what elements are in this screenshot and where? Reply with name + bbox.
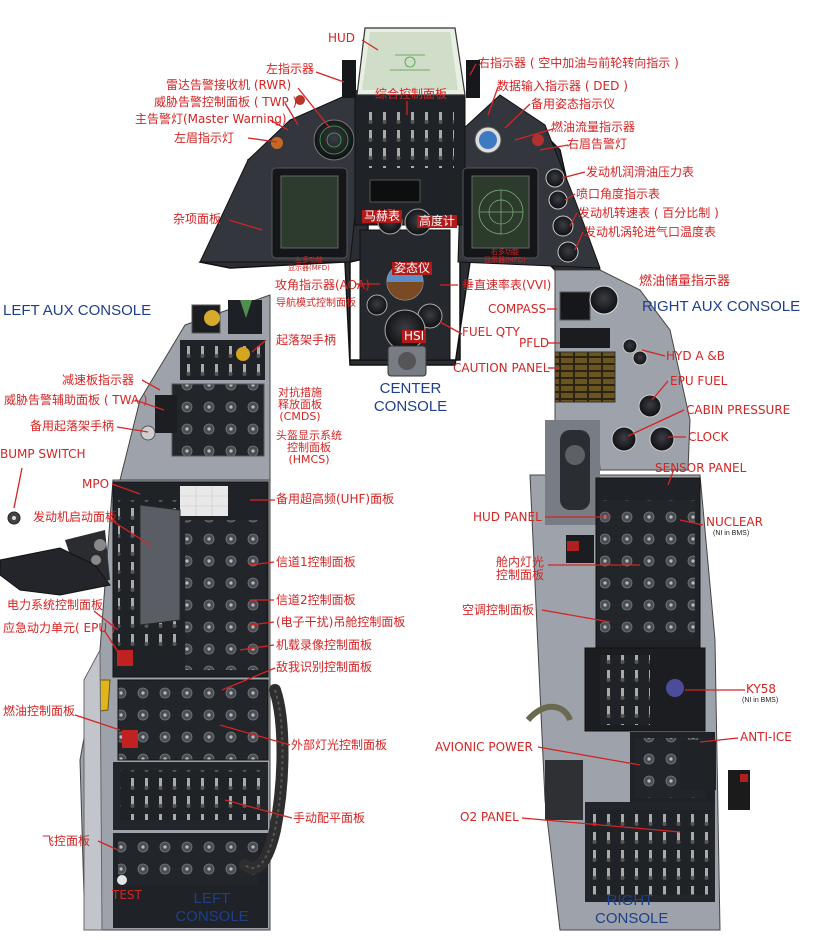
label-electrical: 电力系统控制面板 — [7, 598, 104, 612]
label-air-cond: 空调控制面板 — [462, 603, 535, 617]
label-nav-mode: 导航模式控制面板 — [276, 298, 356, 309]
label-test: TEST — [112, 888, 142, 902]
label-oil-pressure: 发动机润滑油压力表 — [586, 165, 695, 179]
label-pfld: PFLD — [519, 336, 550, 350]
label-left-eyebrow: 左眉指示灯 — [174, 131, 235, 145]
label-fuel-qty: FUEL QTY — [462, 325, 520, 339]
label-ded: 数据输入指示器 ( DED ) — [497, 79, 628, 93]
label-engine-start: 发动机启动面板 — [33, 510, 118, 524]
label-epu: 应急动力单元( EPU ) — [3, 621, 116, 635]
throttle-icon — [0, 504, 181, 626]
label-alt-gear: 备用起落架手柄 — [30, 419, 115, 433]
label-twp: 威胁告警控制面板 ( TWP ) — [154, 95, 298, 109]
label-aoa: 攻角指示器(AOA) — [275, 278, 370, 292]
label-master-warning: 主告警灯(Master Warning) — [135, 112, 287, 126]
front-instrument-panel — [198, 89, 602, 366]
label-manual-trim: 手动配平面板 — [293, 811, 366, 825]
label-compass: COMPASS — [488, 302, 547, 316]
label-altimeter: 高度计 — [417, 214, 458, 228]
label-ky58-sub: (NI in BMS) — [742, 697, 779, 704]
left-console-body — [79, 479, 271, 931]
label-ky58: KY58 — [746, 682, 777, 696]
label-standby-attitude: 备用姿态指示仪 — [531, 97, 616, 111]
hud-glass — [342, 27, 480, 98]
center-console — [387, 345, 427, 377]
label-int-light: 舱内灯光 控制面板 — [496, 555, 545, 582]
label-mpo: MPO — [82, 477, 110, 491]
right-console-body — [525, 420, 750, 931]
label-right-indicator: 右指示器 ( 空中加油与前轮转向指示 ) — [478, 56, 679, 70]
callout-pointers — [13, 39, 745, 851]
label-avionic-power: AVIONIC POWER — [435, 740, 533, 754]
label-iff: 敌我识别控制面板 — [276, 660, 373, 674]
label-hud: HUD — [328, 31, 356, 45]
label-cmds: 对抗措施 释放面板 (CMDS) — [278, 386, 322, 423]
label-rpm: 发动机转速表 ( 百分比制 ) — [578, 206, 719, 220]
label-clock: CLOCK — [688, 430, 729, 444]
label-anti-ice: ANTI-ICE — [740, 730, 792, 744]
label-right-eyebrow: 右眉告警灯 — [567, 137, 628, 151]
label-misc-panel: 杂项面板 — [173, 212, 222, 226]
label-o2-panel: O2 PANEL — [460, 810, 519, 824]
bump-switch-icon — [7, 511, 21, 525]
label-nozzle: 喷口角度指示表 — [576, 187, 661, 201]
label-sensor-panel: SENSOR PANEL — [655, 461, 747, 475]
label-ecm-pod: (电子干扰)吊舱控制面板 — [276, 615, 406, 629]
label-hyd: HYD A &B — [666, 349, 726, 363]
left-console-title: LEFT CONSOLE — [175, 890, 249, 925]
label-icp: 综合控制面板 — [375, 87, 448, 101]
label-flight-control: 飞控面板 — [42, 834, 91, 848]
label-right-mfd: 右多功能 显示器(MFD) — [484, 248, 526, 264]
label-nuclear: NUCLEAR — [706, 515, 763, 529]
label-mach: 马赫表 — [362, 209, 403, 223]
label-vvi: 垂直速率表(VVI) — [462, 278, 552, 292]
label-hmcs: 头盔显示系统 控制面板 (HMCS) — [276, 429, 342, 466]
label-channel2: 信道2控制面板 — [276, 593, 356, 607]
label-gear-handle: 起落架手柄 — [276, 333, 337, 347]
center-console-title: CENTER CONSOLE — [373, 380, 448, 415]
label-epu-fuel: EPU FUEL — [670, 374, 728, 388]
label-adi: 姿态仪 — [392, 261, 433, 275]
label-cabin-pressure: CABIN PRESSURE — [686, 403, 791, 417]
label-rwr: 雷达告警接收机 (RWR) — [166, 78, 292, 92]
label-left-indicator: 左指示器 — [266, 62, 315, 76]
label-speedbrake: 减速板指示器 — [62, 373, 135, 387]
label-bump-switch: BUMP SWITCH — [0, 447, 86, 461]
label-fuel-quantity-indicator: 燃油储量指示器 — [639, 274, 731, 289]
right-console-title: RIGHT CONSOLE — [595, 892, 669, 927]
label-twa: 威胁告警辅助面板 ( TWA ) — [4, 393, 148, 407]
right-aux-console-title: RIGHT AUX CONSOLE — [642, 298, 801, 315]
label-fuel-control: 燃油控制面板 — [3, 704, 76, 718]
label-ext-light: 外部灯光控制面板 — [291, 738, 388, 752]
label-left-mfd: 左多功能 显示器(MFD) — [288, 256, 330, 272]
label-caution-panel: CAUTION PANEL — [453, 361, 550, 375]
label-ftit: 发动机涡轮进气口温度表 — [584, 225, 717, 239]
left-aux-console-body — [119, 294, 271, 481]
label-fuel-flow: 燃油流量指示器 — [551, 120, 636, 134]
label-hsi: HSI — [402, 329, 427, 343]
engine-gauges — [545, 168, 579, 263]
left-aux-console-title: LEFT AUX CONSOLE — [3, 302, 152, 319]
label-nuclear-sub: (NI in BMS) — [713, 530, 750, 537]
label-channel1: 信道1控制面板 — [276, 555, 356, 569]
label-avtr: 机载录像控制面板 — [276, 638, 373, 652]
label-hud-panel: HUD PANEL — [473, 510, 542, 524]
label-uhf: 备用超高频(UHF)面板 — [276, 492, 395, 506]
